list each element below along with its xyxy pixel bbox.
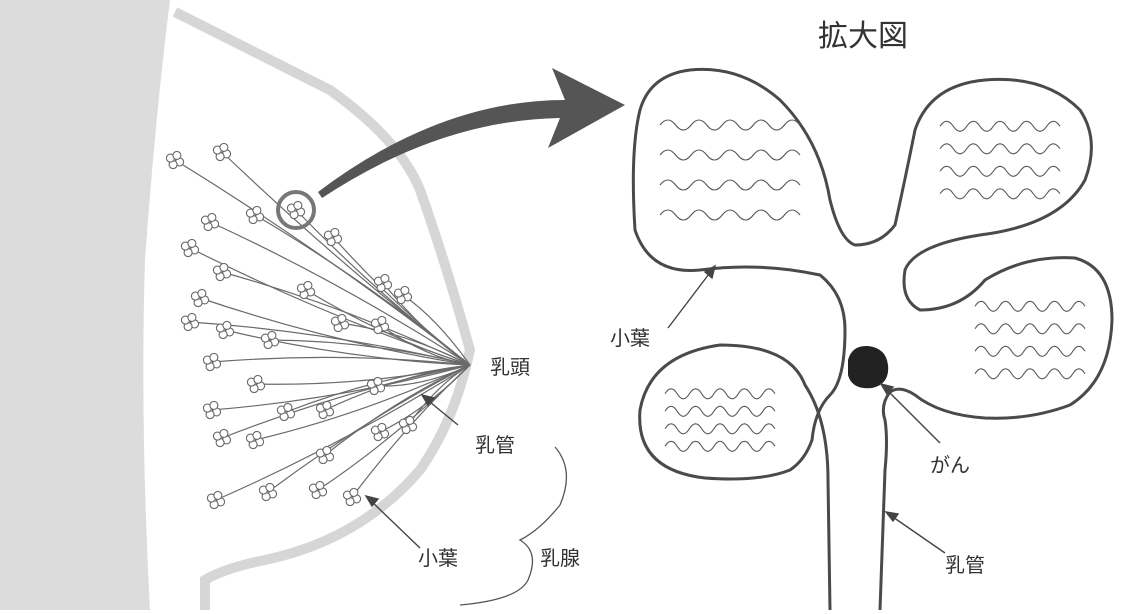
duct-branch — [255, 365, 470, 440]
alveoli-line — [975, 369, 1085, 379]
nipple-label: 乳頭 — [490, 357, 530, 377]
diagram-title: 拡大図 — [818, 22, 908, 52]
duct-label-left: 乳管 — [475, 435, 515, 455]
cancer-label: がん — [930, 455, 970, 475]
gland-bracket — [460, 447, 566, 605]
duct-branch — [222, 152, 470, 365]
alveoli-line — [665, 389, 775, 399]
alveoli-line — [940, 121, 1060, 131]
alveoli-line — [660, 150, 800, 160]
lobule-label-left: 小葉 — [418, 548, 458, 568]
magnify-arrow — [318, 68, 625, 198]
alveoli-line — [975, 301, 1085, 311]
alveoli-line — [665, 441, 775, 451]
duct-label-right: 乳管 — [945, 555, 985, 575]
alveoli-line — [975, 324, 1085, 334]
alveoli-line — [665, 424, 775, 434]
alveoli-line — [940, 166, 1060, 176]
enlarged-lobule — [633, 69, 1112, 610]
alveoli-line — [940, 189, 1060, 199]
alveoli-line — [660, 180, 800, 190]
gland-label: 乳腺 — [540, 548, 580, 568]
alveoli-line — [660, 210, 800, 220]
lobule-label-right: 小葉 — [610, 328, 650, 348]
alveoli-line — [665, 406, 775, 416]
tumor-mass — [848, 346, 888, 388]
chest-wall-shape — [0, 0, 170, 610]
breast-outline — [175, 12, 470, 610]
alveoli-squiggles — [660, 120, 1085, 451]
alveoli-line — [940, 144, 1060, 154]
alveoli-line — [975, 346, 1085, 356]
alveoli-line — [660, 120, 800, 130]
duct-branch — [325, 365, 470, 410]
